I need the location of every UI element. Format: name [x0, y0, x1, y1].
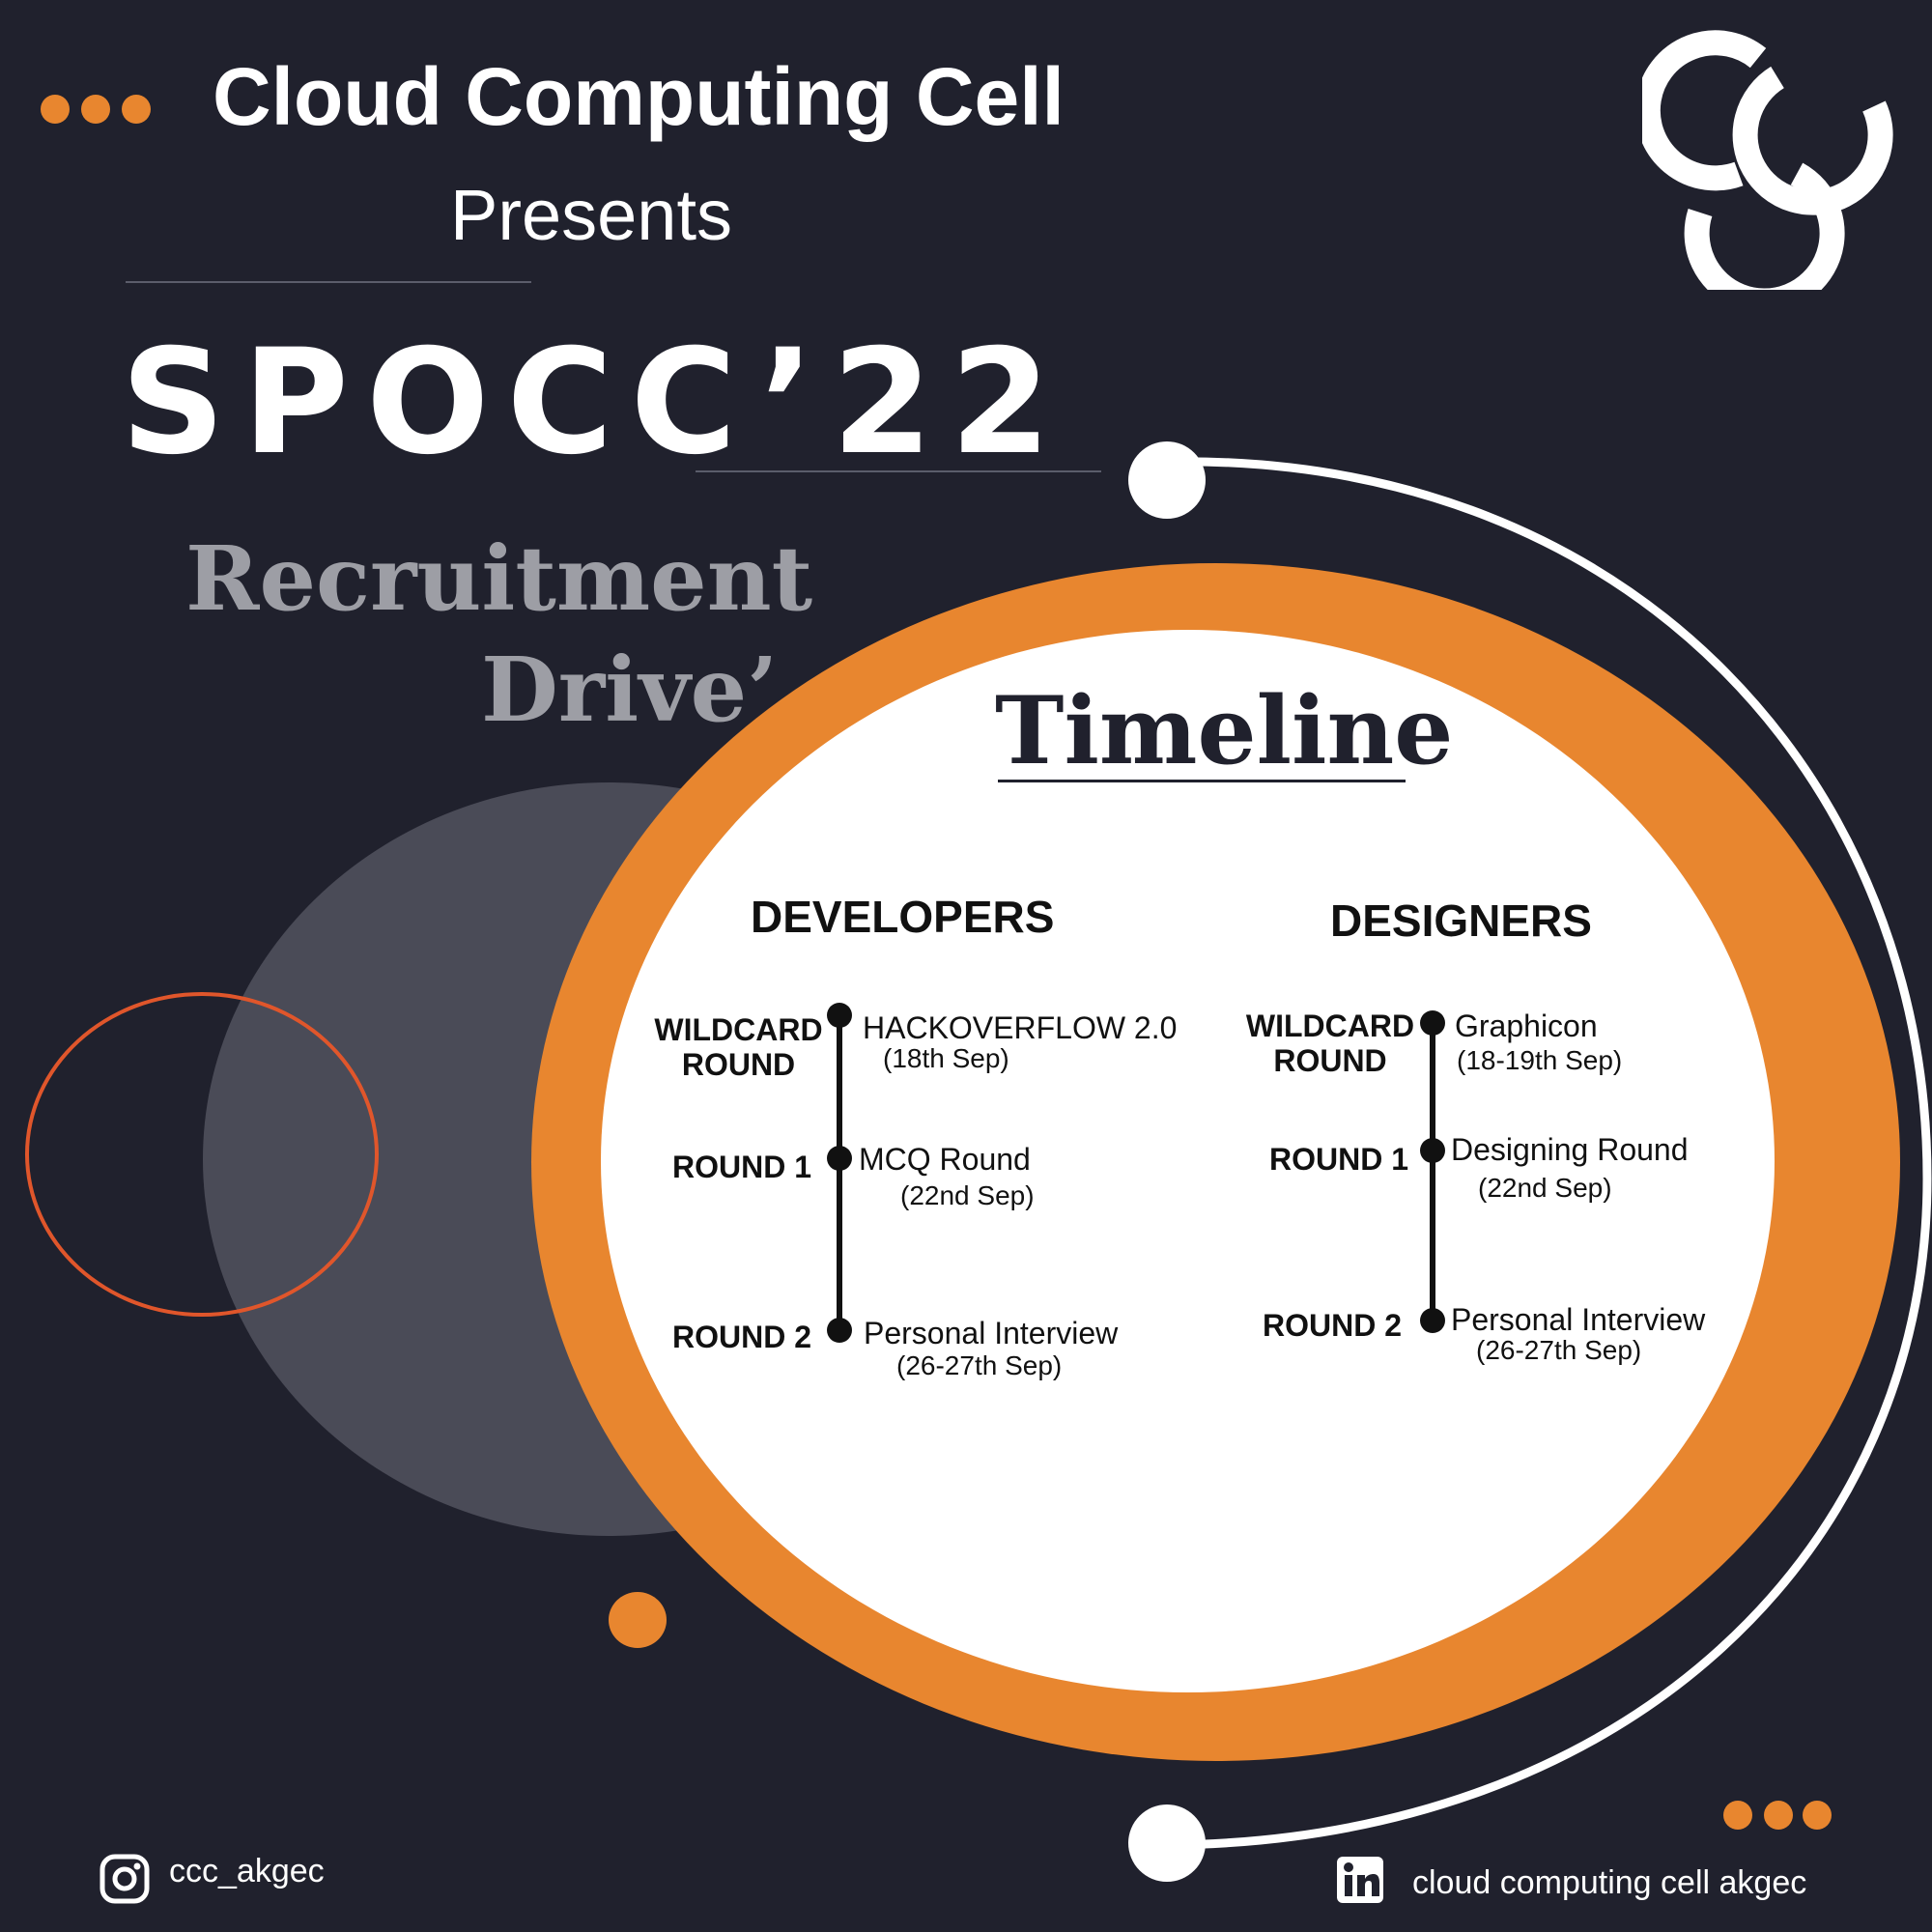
round-label: ROUND 2 — [1263, 1308, 1403, 1343]
timeline-dot — [1420, 1010, 1445, 1036]
event-name-label: Personal Interview — [1451, 1302, 1706, 1337]
timeline-dot — [827, 1146, 852, 1171]
event-name-label: Graphicon — [1455, 1009, 1598, 1043]
linkedin-handle[interactable]: cloud computing cell akgec — [1412, 1864, 1807, 1901]
timeline-dot — [1420, 1308, 1445, 1333]
linkedin-icon[interactable] — [1337, 1857, 1383, 1903]
footer-dot — [1803, 1801, 1832, 1830]
subtitle-line1: Recruitment — [185, 526, 813, 631]
divider — [696, 470, 1101, 472]
ccc-logo — [1642, 30, 1893, 290]
event-date: (26-27th Sep) — [1476, 1335, 1642, 1365]
timeline-dot — [1420, 1138, 1445, 1163]
developers-timeline-line — [837, 1014, 842, 1333]
subtitle-line2: Drive’ — [481, 638, 779, 742]
header-dot — [122, 95, 151, 124]
event-name-label: Designing Round — [1451, 1132, 1689, 1167]
org-name: Cloud Computing Cell — [213, 51, 1065, 142]
round-label: ROUND 2 — [672, 1320, 812, 1354]
event-name-label: MCQ Round — [859, 1142, 1031, 1177]
round-label: WILDCARD ROUND — [1245, 1009, 1415, 1078]
designers-timeline-line — [1430, 1014, 1435, 1320]
round-label: WILDCARD ROUND — [654, 1012, 823, 1082]
decorative-red-ring — [25, 992, 379, 1317]
header-dot — [81, 95, 110, 124]
event-date: (18-19th Sep) — [1457, 1045, 1623, 1075]
developers-heading: DEVELOPERS — [751, 892, 1055, 942]
header-dot — [41, 95, 70, 124]
decorative-orange-dot — [609, 1592, 667, 1648]
timeline-dot — [827, 1003, 852, 1028]
timeline-dot — [827, 1318, 852, 1343]
timeline-underline — [998, 780, 1406, 782]
round-label: ROUND 1 — [672, 1150, 812, 1184]
footer-dot — [1723, 1801, 1752, 1830]
footer-dot — [1764, 1801, 1793, 1830]
event-date: (22nd Sep) — [1478, 1173, 1612, 1203]
event-name-label: Personal Interview — [864, 1316, 1119, 1350]
presents-text: Presents — [450, 175, 733, 255]
timeline-panel — [601, 630, 1775, 1692]
divider — [126, 281, 531, 283]
event-date: (18th Sep) — [883, 1043, 1009, 1073]
instagram-icon[interactable] — [99, 1853, 151, 1905]
round-label: ROUND 1 — [1269, 1142, 1409, 1177]
designers-heading: DESIGNERS — [1330, 895, 1592, 946]
instagram-handle[interactable]: ccc_akgec — [169, 1853, 325, 1889]
timeline-title: Timeline — [995, 676, 1454, 785]
event-date: (22nd Sep) — [900, 1180, 1035, 1210]
event-date: (26-27th Sep) — [896, 1350, 1063, 1380]
event-name: SPOCC’22 — [121, 319, 1068, 487]
event-name-label: HACKOVERFLOW 2.0 — [863, 1010, 1178, 1045]
